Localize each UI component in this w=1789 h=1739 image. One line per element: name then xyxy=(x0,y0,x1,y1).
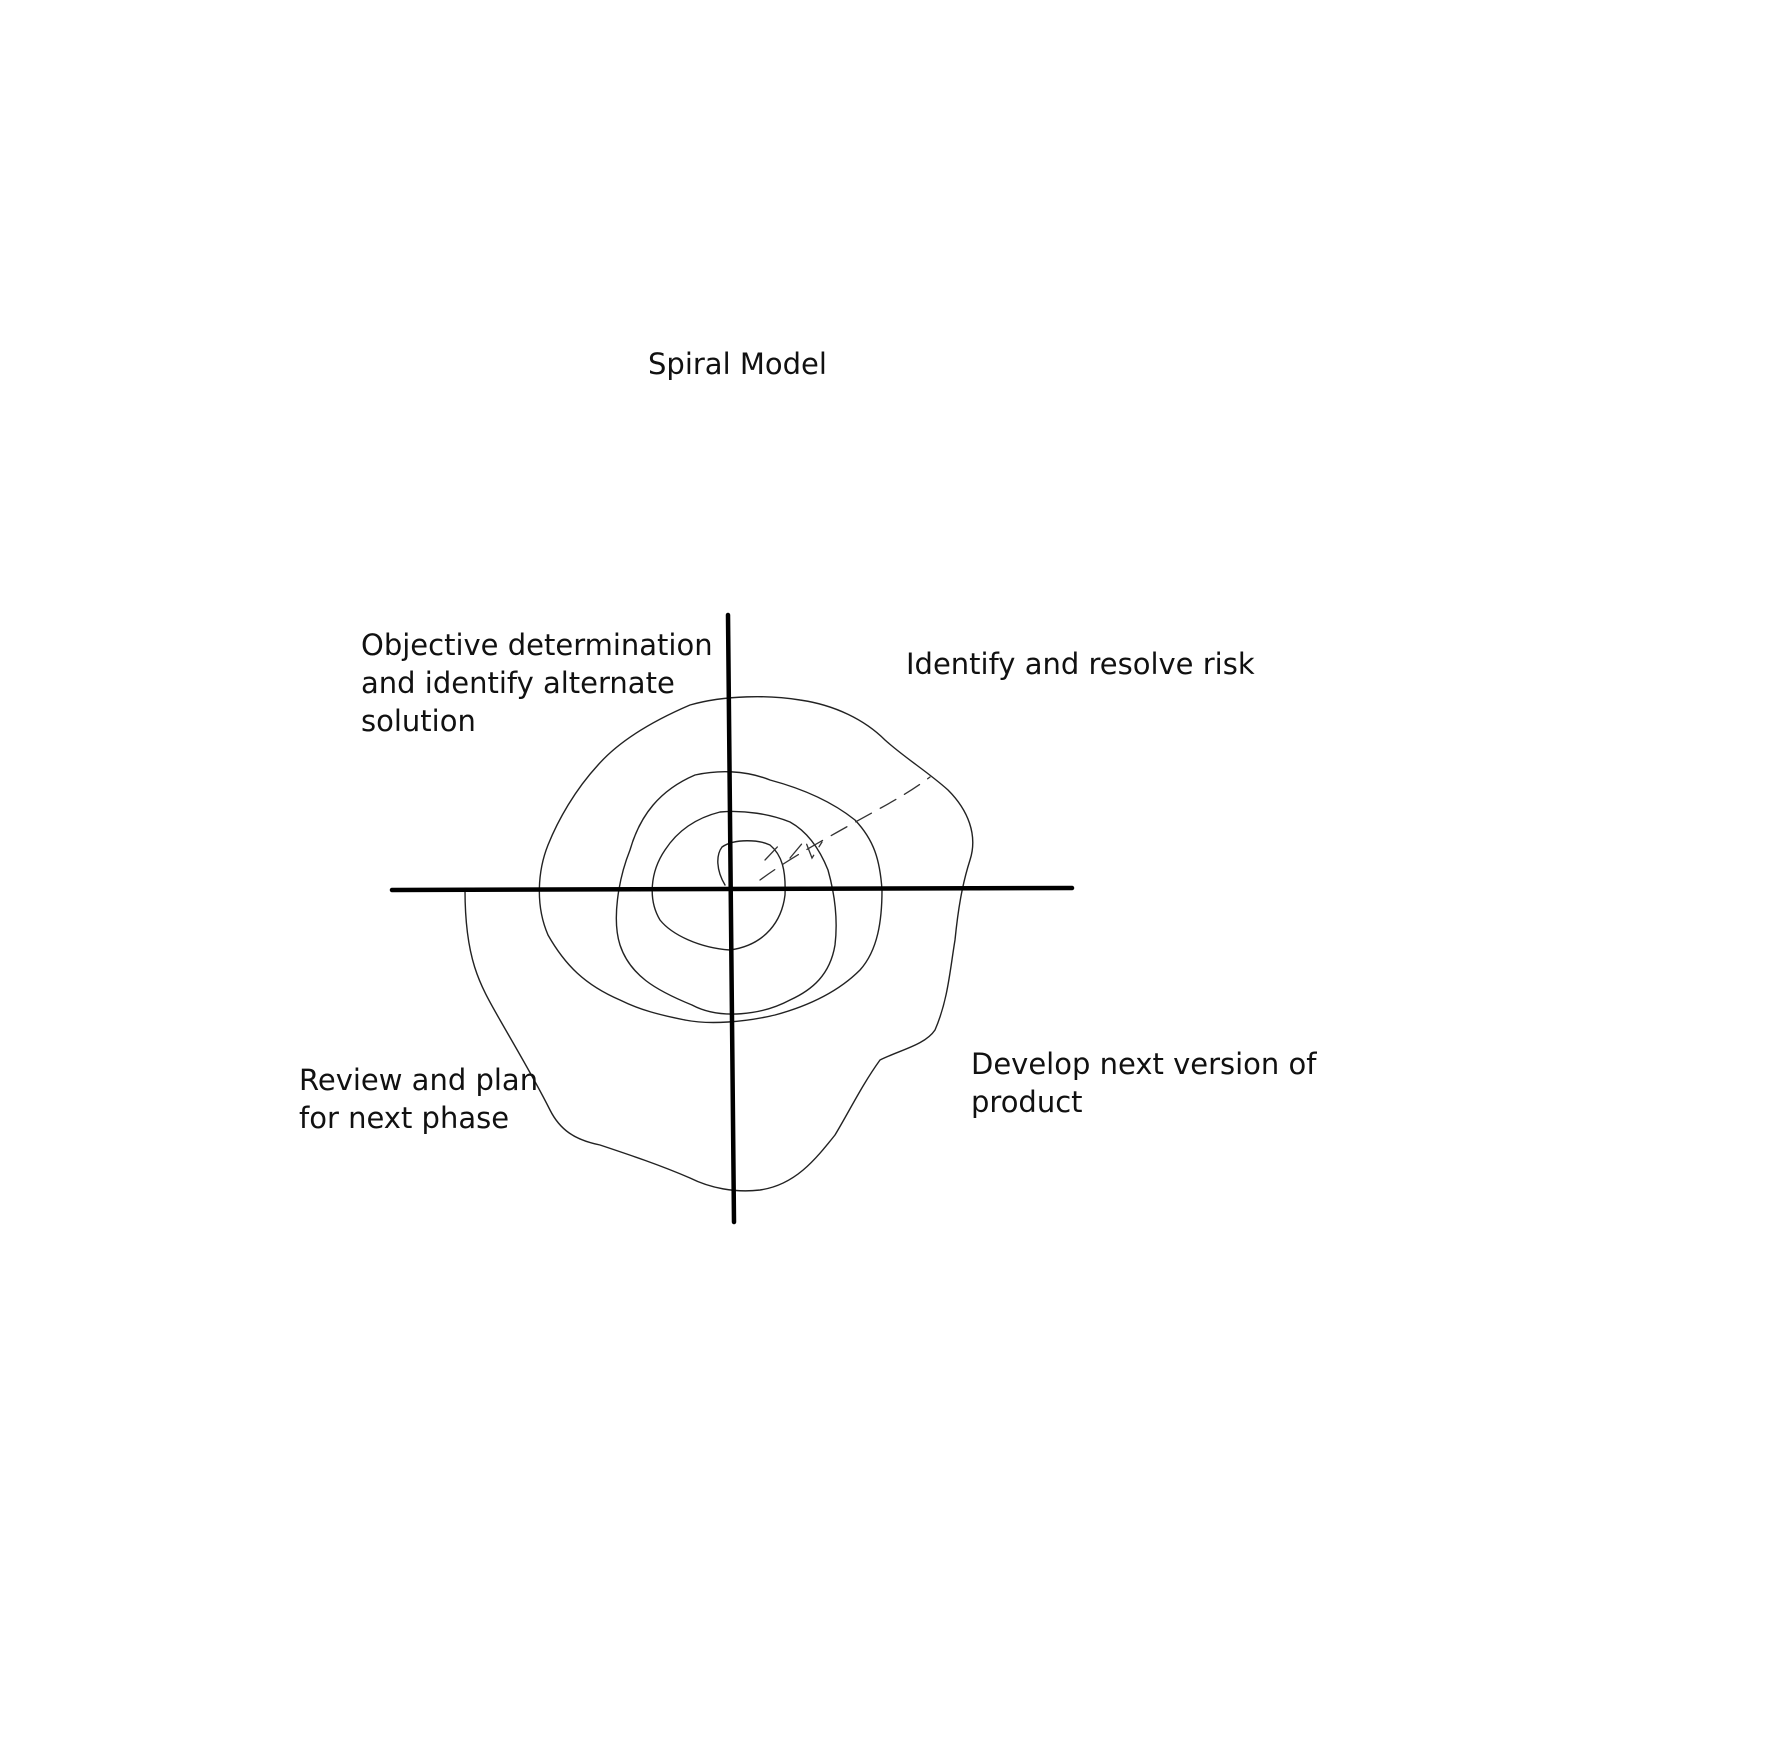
quadrant-label-line: for next phase xyxy=(299,1101,510,1135)
vertical-axis xyxy=(725,612,737,1225)
quadrant-label-line: Review and plan xyxy=(299,1063,539,1097)
quadrant-label-line: Develop next version of xyxy=(971,1047,1317,1081)
quadrant-label-objective: Objective determination and identify alt… xyxy=(361,626,713,740)
quadrant-label-review: Review and plan for next phase xyxy=(299,1061,538,1137)
quadrant-label-develop: Develop next version of product xyxy=(971,1045,1316,1121)
radial-progress-hatch xyxy=(764,838,823,861)
spiral-loop-outer xyxy=(464,696,974,1192)
radial-progress-line xyxy=(759,776,931,881)
spiral-loop-innermost xyxy=(615,771,883,1024)
diagram-title: Spiral Model xyxy=(648,347,827,381)
quadrant-label-risk: Identify and resolve risk xyxy=(906,645,1255,683)
quadrant-label-line: and identify alternate xyxy=(361,666,675,700)
quadrant-label-line: Identify and resolve risk xyxy=(906,647,1255,681)
quadrant-label-line: Objective determination xyxy=(361,628,713,662)
quadrant-label-line: solution xyxy=(361,704,476,738)
quadrant-label-line: product xyxy=(971,1085,1083,1119)
